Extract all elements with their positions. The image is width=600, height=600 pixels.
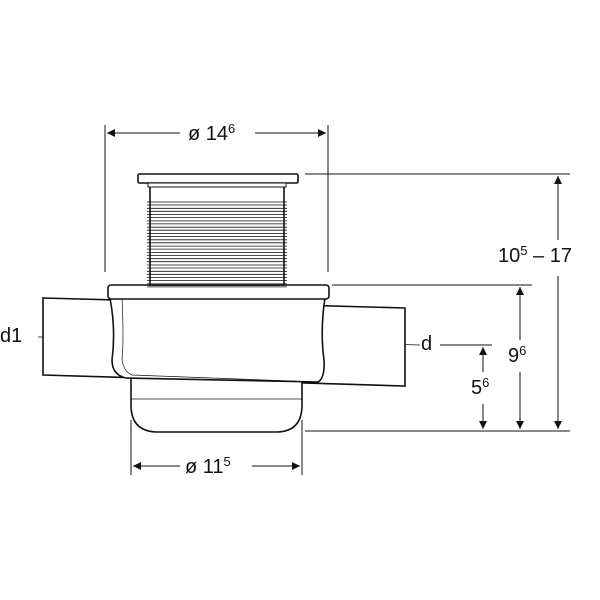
thread-rib bbox=[147, 233, 287, 237]
thread-rib bbox=[147, 239, 287, 244]
thread-rib bbox=[147, 220, 287, 225]
thread-rib bbox=[147, 264, 287, 269]
trap-bowl bbox=[130, 376, 303, 433]
grate-cover bbox=[137, 173, 299, 184]
body-inner-line bbox=[121, 297, 319, 383]
thread-rib bbox=[147, 201, 287, 206]
dim-label-outlet-height: 56 bbox=[471, 375, 490, 399]
dim-label-bottom-width: ø 115 bbox=[185, 454, 231, 478]
label-inlet-diameter: d1 bbox=[0, 325, 23, 347]
dim-label-top-width: ø 146 bbox=[188, 121, 236, 145]
thread-rib bbox=[147, 277, 287, 281]
thread-rib bbox=[147, 207, 287, 212]
thread-rib bbox=[147, 214, 287, 218]
grate-rim bbox=[147, 182, 287, 188]
drain-body bbox=[109, 297, 326, 383]
thread-ribs bbox=[147, 201, 287, 288]
thread-rib bbox=[147, 270, 287, 275]
thread-rib bbox=[147, 245, 287, 250]
thread-rib bbox=[147, 252, 287, 256]
thread-rib bbox=[147, 226, 287, 231]
thread-rib bbox=[147, 283, 287, 288]
thread-rib bbox=[147, 258, 287, 263]
threaded-riser bbox=[149, 185, 285, 286]
label-outlet-diameter: d bbox=[421, 333, 433, 355]
dim-label-flange-height: 96 bbox=[508, 343, 527, 367]
dim-label-total-height: 105 – 17 bbox=[498, 243, 572, 267]
